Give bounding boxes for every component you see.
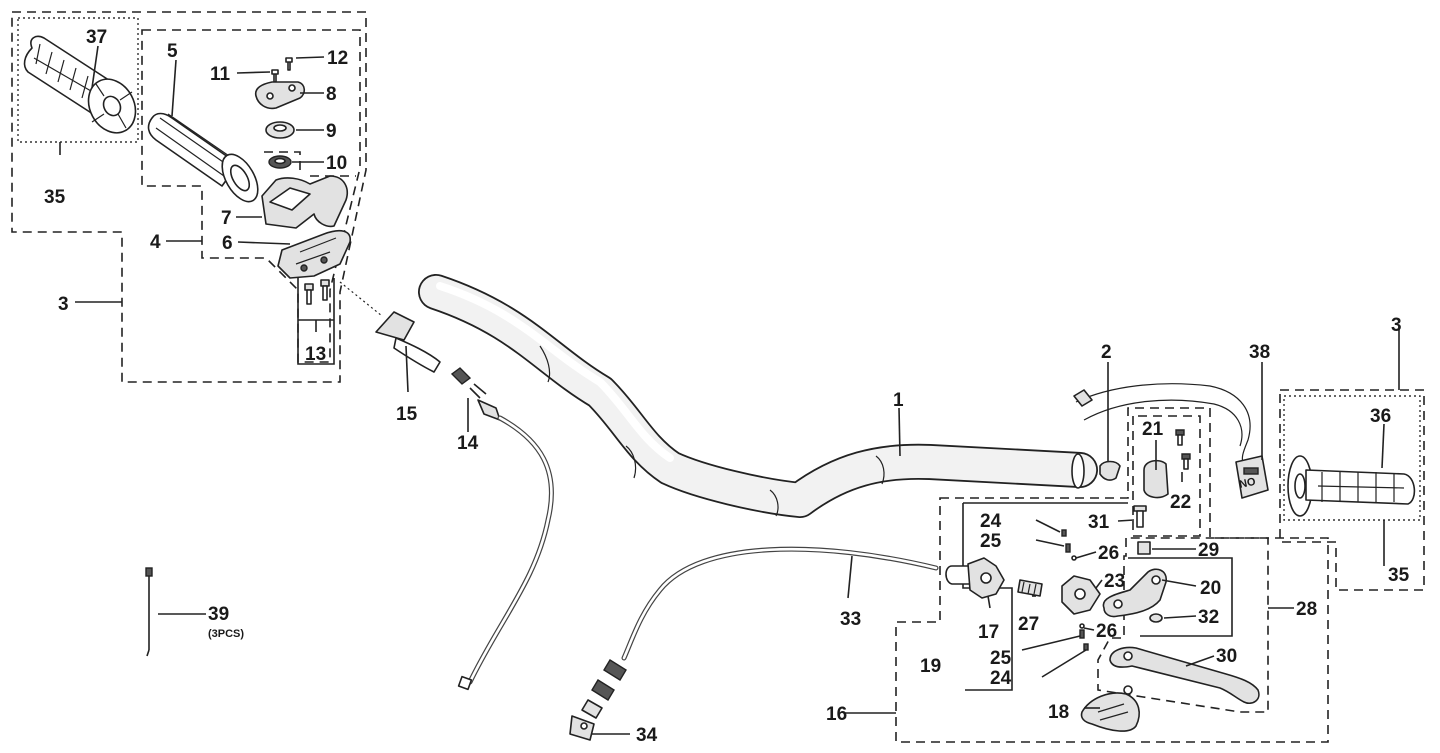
callout-16: 16 [826,704,847,725]
callout-39: 39 [208,604,229,625]
group-16-outline [895,407,1329,743]
callout-3-right: 3 [1391,315,1402,336]
callout-3-left: 3 [58,294,69,315]
callout-14: 14 [457,433,479,454]
callout-20: 20 [1200,578,1221,599]
group-13-bracket [297,278,335,365]
callout-13: 13 [305,344,326,365]
clutch-perch-parts [945,429,1260,732]
right-grip [1287,455,1416,517]
callout-7: 7 [221,208,232,229]
callout-21: 21 [1142,419,1164,440]
callout-35-left: 35 [44,187,66,208]
housing-screws [304,279,330,305]
callout-17: 17 [978,622,999,643]
callout-11: 11 [210,64,231,85]
callout-34: 34 [636,725,658,746]
callout-1: 1 [893,390,904,411]
zip-tie [145,567,153,657]
callout-22: 22 [1170,492,1191,513]
callout-28: 28 [1296,599,1317,620]
callout-18: 18 [1048,702,1069,723]
callout-33: 33 [840,609,861,630]
callout-36: 36 [1370,406,1391,427]
callout-31: 31 [1088,512,1110,533]
callout-24-top: 24 [980,511,1002,532]
group-28-outline [1097,537,1269,713]
callout-25-bottom: 25 [990,648,1012,669]
kill-switch: NO [1073,383,1269,499]
throttle-tube [147,112,259,203]
handlebar [418,274,1098,518]
callout-labels: 1 2 3 3 4 5 6 7 8 9 10 11 12 13 14 15 16… [44,27,1410,746]
callout-25-top: 25 [980,531,1002,552]
callout-10: 10 [326,153,347,174]
group-35-left-outline [17,17,139,143]
callout-30: 30 [1216,646,1237,667]
leader-lines [59,45,1400,735]
callout-2: 2 [1101,342,1112,363]
group-3-left-outline [11,11,367,383]
group-boundaries [11,11,1425,743]
callout-6: 6 [222,233,233,254]
group-7-outline [264,151,301,176]
callout-23: 23 [1104,571,1125,592]
callout-26-bottom: 26 [1096,621,1117,642]
group-3-right-outline [1279,389,1425,591]
switch-marking: NO [1238,476,1257,491]
callout-8: 8 [326,84,337,105]
left-grip [23,35,137,134]
callout-12: 12 [327,48,348,69]
throttle-housing-parts [254,57,351,279]
group-21-outline [1132,415,1201,537]
callout-29: 29 [1198,540,1219,561]
group-19-bracket [962,503,1013,691]
callout-15: 15 [396,404,418,425]
group-20-bracket [1128,557,1233,637]
clutch-cable [569,546,939,741]
callout-19: 19 [920,656,941,677]
callout-39-quantity: (3PCS) [208,628,244,640]
callout-24-bottom: 24 [990,668,1012,689]
callout-37: 37 [86,27,107,48]
callout-4: 4 [150,232,161,253]
callout-32: 32 [1198,607,1219,628]
callout-27: 27 [1018,614,1039,635]
callout-5: 5 [167,41,178,62]
throttle-cable [339,281,554,691]
callout-38: 38 [1249,342,1270,363]
callout-9: 9 [326,121,337,142]
callout-35-right: 35 [1388,565,1410,586]
callout-26-top: 26 [1098,543,1119,564]
